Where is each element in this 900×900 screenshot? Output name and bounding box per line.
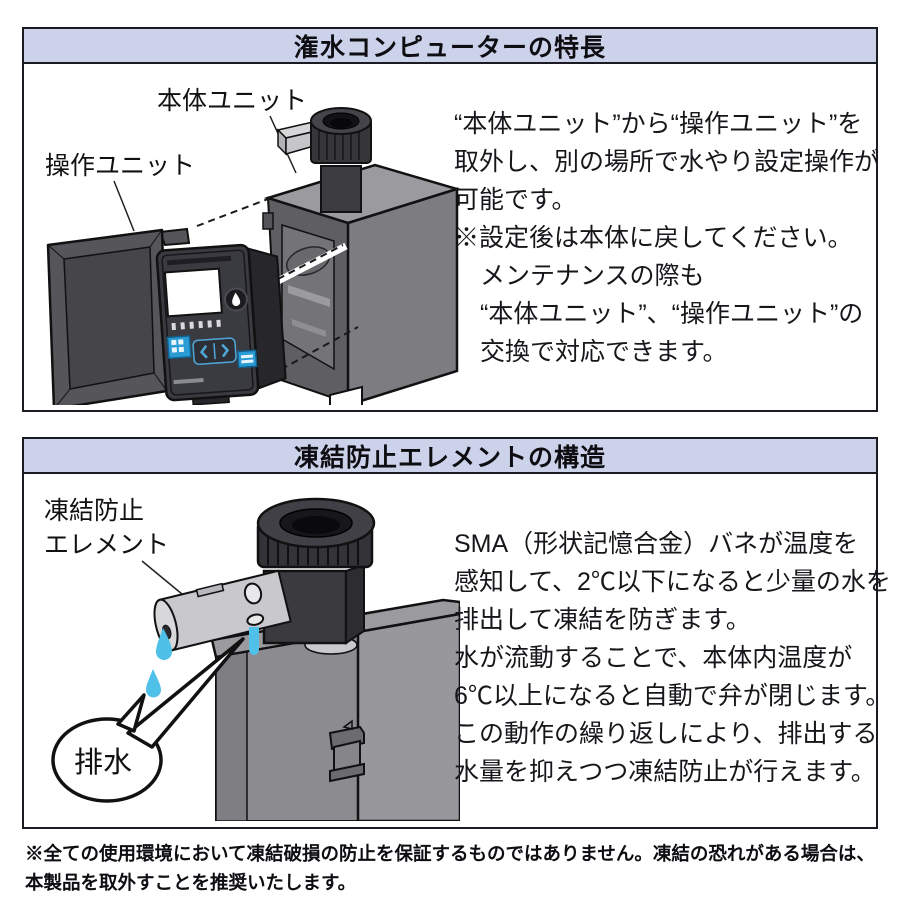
icon-row (171, 319, 221, 331)
text-line: 可能です。 (454, 186, 577, 214)
slide-rail-highlight (276, 242, 348, 285)
manual-watering-button (224, 287, 249, 312)
operation-unit (155, 243, 287, 405)
text-line: 水量を抑えつつ凍結防止が行えます。 (454, 758, 876, 786)
main-unit-housing (196, 107, 460, 405)
cap-neck (320, 165, 362, 213)
section2-description: SMA（形状記憶合金）バネが温度を 感知して、2℃以下になると少量の水を 排出し… (454, 525, 891, 791)
footer-line: 本製品を取外すことを推奨いたします。 (25, 872, 357, 893)
text-line: “本体ユニット”、“操作ユニット”の (480, 300, 864, 328)
section2-header: 凍結防止エレメントの構造 (24, 439, 876, 474)
text-line: 感知して、2℃以下になると少量の水を (454, 568, 891, 596)
knurled-cap (256, 497, 376, 569)
text-line: 水が流動することで、本体内温度が (454, 644, 853, 672)
operation-unit-leader-line (113, 180, 135, 232)
section1-title: 潅水コンピューターの特長 (293, 33, 606, 62)
text-line: SMA（形状記憶合金）バネが温度を (454, 530, 859, 558)
water-drops (146, 627, 259, 698)
knurled-cap (310, 107, 372, 164)
text-line: ※設定後は本体に戻してください。 (454, 224, 853, 252)
section2-title: 凍結防止エレメントの構造 (293, 443, 606, 472)
drain-balloon: 排水 (51, 637, 245, 803)
section1-header: 潅水コンピューターの特長 (24, 29, 876, 64)
freeze-element-label-line1: 凍結防止 (44, 497, 144, 525)
text-line: この動作の繰り返しにより、排出する (454, 720, 878, 748)
text-line: 取外し、別の場所で水やり設定操作が (454, 148, 880, 176)
section-freeze-prevention-element: 凍結防止エレメントの構造 凍結防止 エレメント (22, 437, 891, 829)
lcd-display (163, 267, 223, 318)
footer-disclaimer: ※全ての使用環境において凍結破損の防止を保証するものではありません。凍結の恐れが… (25, 839, 877, 897)
operation-unit-label: 操作ユニット (45, 152, 195, 180)
text-line: メンテナンスの際も (480, 262, 705, 290)
drain-label: 排水 (74, 746, 132, 779)
hinge-clip (328, 719, 365, 783)
cover-panel (46, 227, 191, 405)
section1-description: “本体ユニット”から“操作ユニット”を 取外し、別の場所で水やり設定操作が 可能… (454, 105, 880, 371)
text-line: 6℃以上になると自動で弁が閉じます。 (454, 682, 891, 710)
mode-button (166, 335, 192, 360)
text-line: 排出して凍結を防ぎます。 (454, 606, 751, 634)
freeze-element-leader-line (141, 560, 189, 600)
text-line: 交換で対応できます。 (480, 338, 728, 366)
set-button (236, 349, 258, 369)
exploded-unit-illustration: 本体ユニット 操作ユニット (45, 87, 460, 405)
freeze-element-illustration: 凍結防止 エレメント (44, 497, 460, 821)
main-unit-label: 本体ユニット (157, 87, 307, 115)
arrow-pad (192, 337, 237, 366)
footer-line: ※全ての使用環境において凍結破損の防止を保証するものではありません。凍結の恐れが… (25, 843, 875, 864)
brand-text-strip (173, 378, 204, 385)
freeze-element-label-line2: エレメント (44, 531, 169, 559)
section-irrigation-computer-features: 潅水コンピューターの特長 本体ユニット 操作ユニット (22, 27, 880, 412)
text-line: “本体ユニット”から“操作ユニット”を (454, 110, 863, 138)
